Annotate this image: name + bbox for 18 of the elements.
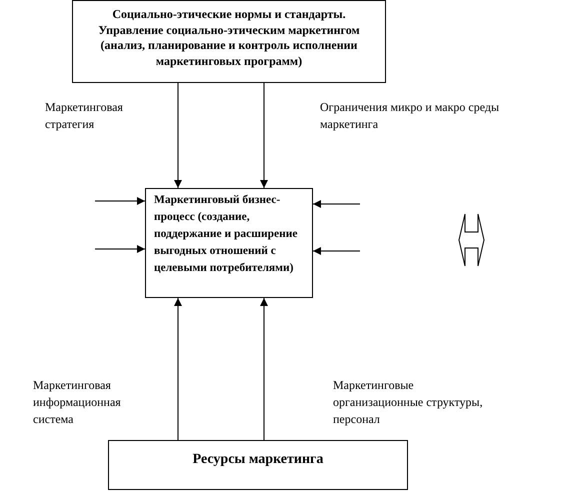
box-text: Маркетинговый бизнес-процесс (создание, поддержание и расширение выгодных отношений с целевыми потребителями) <box>154 193 298 276</box>
arrow-label: Маркетинговые организационные структуры, персонал <box>333 377 484 428</box>
box-text: Ресурсы маркетинга <box>192 451 324 469</box>
arrow-label: Ограничения микро и макро среды маркетинга <box>320 99 500 133</box>
arrow <box>312 200 360 208</box>
arrow <box>174 298 182 440</box>
process-box <box>72 0 386 83</box>
arrow-label: Маркетинговая стратегия <box>45 99 124 133</box>
arrow <box>260 298 268 440</box>
process-box <box>145 188 313 298</box>
arrow <box>312 247 360 255</box>
arrow <box>260 82 268 188</box>
arrow-label: Маркетинговая информационная система <box>33 377 122 428</box>
box-text: Социально-этические нормы и стандарты. Управление социально-этическим маркетингом (анализ, планирование и контроль исполнении маркетинговых программ) <box>97 7 361 70</box>
arrow <box>94 245 146 253</box>
arrow <box>174 82 182 188</box>
arrow <box>94 197 146 205</box>
process-box <box>108 440 408 490</box>
